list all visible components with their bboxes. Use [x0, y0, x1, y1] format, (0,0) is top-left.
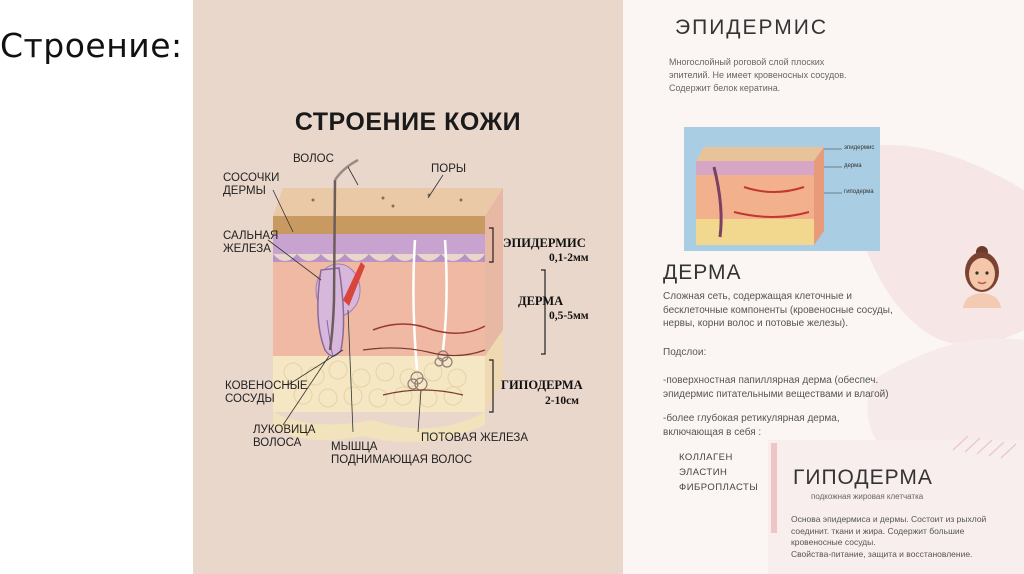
hypodermis-line: соединит. ткани и жира. Содержит большие [791, 526, 986, 538]
thumbnail-label-derma: дерма [844, 163, 862, 169]
label-papillae-line1: СОСОЧКИ [223, 172, 279, 185]
epidermis-heading: ЭПИДЕРМИС [675, 16, 828, 40]
label-vessels-line1: КОВЕНОСНЫЕ [225, 380, 308, 393]
skin-layers-thumbnail: эпидермис дерма гиподерма [684, 127, 880, 251]
derma-heading: ДЕРМА [663, 261, 742, 285]
label-muscle-line2: ПОДНИМАЮЩАЯ ВОЛОС [331, 454, 472, 467]
label-sebaceous-line1: САЛЬНАЯ [223, 230, 278, 243]
component-fibroblasts: ФИБРОПЛАСТЫ [679, 482, 758, 493]
label-bulb-line2: ВОЛОСА [253, 437, 315, 450]
layer-epidermis-size: 0,1-2мм [549, 252, 589, 264]
label-hair-bulb: ЛУКОВИЦА ВОЛОСА [253, 424, 315, 450]
derma-line: нервы, корни волос и потовые железы). [663, 317, 893, 331]
epidermis-line: Содержит белок кератина. [669, 82, 846, 95]
hypodermis-heading: ГИПОДЕРМА [793, 466, 933, 490]
hypodermis-description: Основа эпидермиса и дермы. Состоит из ры… [791, 514, 986, 560]
component-elastin: ЭЛАСТИН [679, 467, 727, 478]
derma-sublayer1-line: эпидермис питательными веществами и влаг… [663, 388, 889, 402]
label-blood-vessels: КОВЕНОСНЫЕ СОСУДЫ [225, 380, 308, 406]
label-bulb-line1: ЛУКОВИЦА [253, 424, 315, 437]
label-pores: ПОРЫ [431, 163, 466, 176]
label-sebaceous-line2: ЖЕЛЕЗА [223, 243, 278, 256]
layer-hypodermis-size: 2-10см [545, 395, 579, 407]
derma-description: Сложная сеть, содержащая клеточные и бес… [663, 290, 893, 331]
epidermis-description: Многослойный роговой слой плоских эпител… [669, 56, 846, 95]
hypodermis-line: кровеносные сосуды. [791, 537, 986, 549]
skin-cross-section-illustration [193, 0, 623, 574]
derma-sublayer-reticular: -более глубокая ретикулярная дерма, вклю… [663, 412, 840, 439]
label-papillae: СОСОЧКИ ДЕРМЫ [223, 172, 279, 198]
derma-sublayer2-line: включающая в себя : [663, 426, 840, 440]
diagram-title: СТРОЕНИЕ КОЖИ [193, 108, 623, 137]
thumbnail-label-hypodermis: гиподерма [844, 189, 874, 195]
layer-derma-name: ДЕРМА [518, 294, 563, 309]
derma-sublayer1-line: -поверхностная папиллярная дерма (обеспе… [663, 374, 889, 388]
label-vessels-line2: СОСУДЫ [225, 393, 308, 406]
layer-hypodermis-name: ГИПОДЕРМА [501, 378, 583, 393]
label-sweat-gland: ПОТОВАЯ ЖЕЛЕЗА [421, 432, 528, 445]
derma-line: Сложная сеть, содержащая клеточные и [663, 290, 893, 304]
derma-line: бесклеточные компоненты (кровеносные сос… [663, 304, 893, 318]
hypodermis-line: Основа эпидермиса и дермы. Состоит из ры… [791, 514, 986, 526]
woman-avatar-icon [955, 244, 1009, 308]
epidermis-line: Многослойный роговой слой плоских [669, 56, 846, 69]
derma-sublayer-papillary: -поверхностная папиллярная дерма (обеспе… [663, 374, 889, 401]
epidermis-line: эпителий. Не имеет кровеносных сосудов. [669, 69, 846, 82]
slide-title: Строение: [0, 26, 183, 65]
derma-sublayers-label: Подслои: [663, 346, 706, 360]
info-panel: ЭПИДЕРМИС Многослойный роговой слой плос… [623, 0, 1024, 574]
label-papillae-line2: ДЕРМЫ [223, 185, 279, 198]
hypodermis-subtitle: подкожная жировая клетчатка [811, 490, 923, 503]
hypodermis-line: Свойства-питание, защита и восстановлени… [791, 549, 986, 561]
layer-derma-size: 0,5-5мм [549, 310, 589, 322]
label-hair: ВОЛОС [293, 153, 334, 166]
component-collagen: КОЛЛАГЕН [679, 452, 733, 463]
thumbnail-label-epidermis: эпидермис [844, 145, 874, 151]
layer-epidermis-name: ЭПИДЕРМИС [503, 236, 586, 251]
skin-diagram-panel: СТРОЕНИЕ КОЖИ ВОЛОС ПОРЫ СОСОЧКИ ДЕРМЫ С… [193, 0, 623, 574]
label-sebaceous-gland: САЛЬНАЯ ЖЕЛЕЗА [223, 230, 278, 256]
derma-sublayer2-line: -более глубокая ретикулярная дерма, [663, 412, 840, 426]
